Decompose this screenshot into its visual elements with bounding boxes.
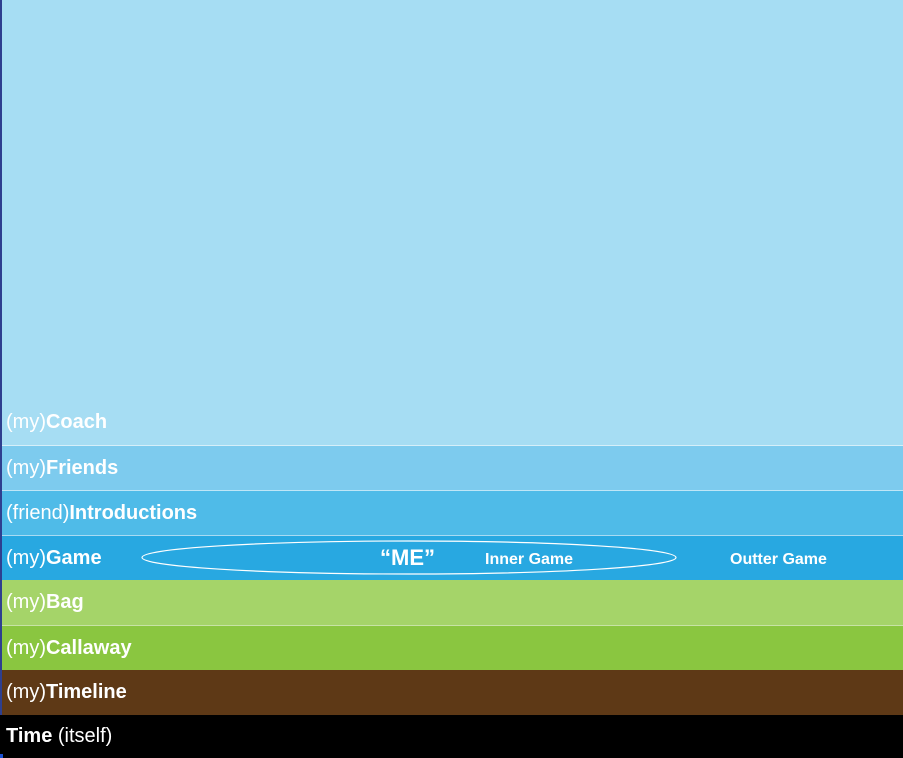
layer-introductions-name: Introductions [69,502,198,524]
layer-friends-name: Friends [45,457,119,479]
layer-introductions: (friend)Introductions [2,490,903,535]
layer-callaway: (my)Callaway [2,625,903,670]
layer-time-suffix: (itself) [52,725,113,747]
layer-friends: (my)Friends [2,445,903,490]
layer-callaway-name: Callaway [45,637,132,659]
layer-timeline-prefix: (my) [6,681,46,703]
layer-game: (my)Game [2,535,903,580]
left-edge-line [0,0,2,715]
layer-time-name: Time [6,725,53,747]
layer-coach: (my)Coach [2,400,903,445]
layer-coach-name: Coach [45,411,108,433]
layer-bag: (my)Bag [2,580,903,625]
layer-bag-name: Bag [45,591,84,613]
layer-coach-prefix: (my) [6,411,46,433]
layer-game-name: Game [45,547,102,569]
layer-introductions-prefix: (friend) [6,502,70,524]
layer-bag-prefix: (my) [6,591,46,613]
layer-timeline-name: Timeline [45,681,127,703]
layer-time: Time (itself) [0,715,903,758]
layer-game-prefix: (my) [6,547,46,569]
layer-friends-prefix: (my) [6,457,46,479]
layer-callaway-prefix: (my) [6,637,46,659]
corner-marker [0,754,3,758]
layer-timeline: (my)Timeline [2,670,903,715]
